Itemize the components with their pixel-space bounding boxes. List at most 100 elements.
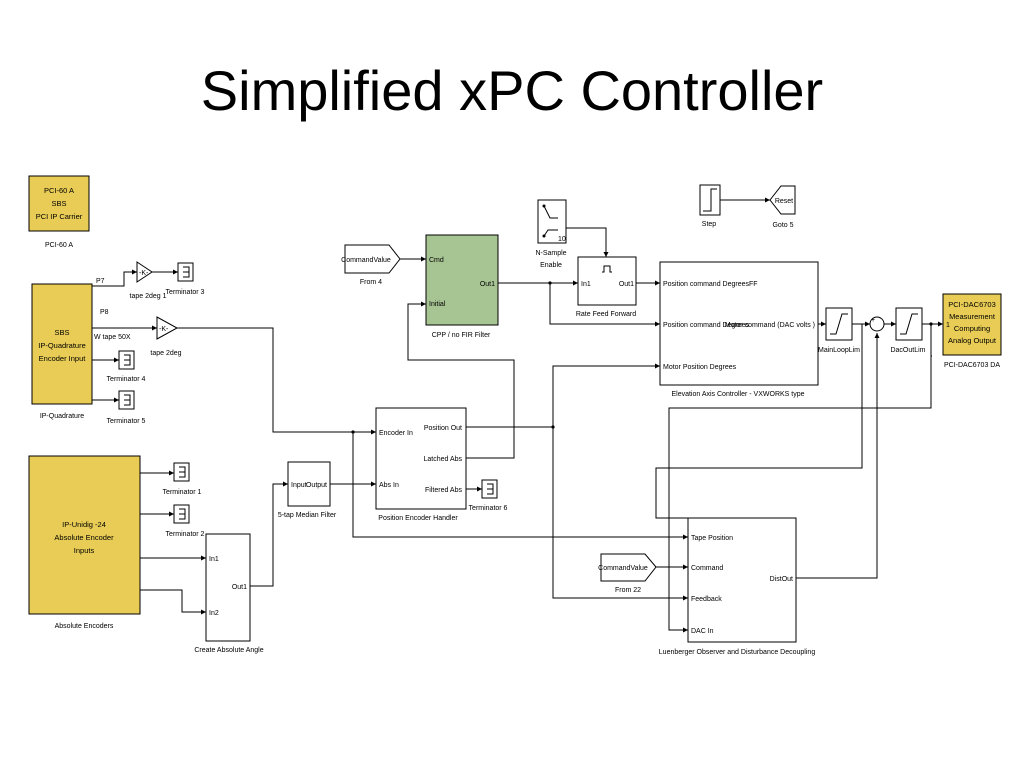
median-in: Input	[291, 482, 307, 489]
terminator-1[interactable]: Terminator 1	[163, 462, 202, 496]
gain-tape2deg-block[interactable]: -K- tape 2deg	[150, 316, 182, 357]
luen-in3: Feedback	[691, 596, 722, 603]
terminator-2[interactable]: Terminator 2	[166, 504, 205, 538]
sum-minus: -	[875, 328, 878, 335]
term6-caption: Terminator 6	[469, 505, 508, 512]
luen-out: DistOut	[770, 576, 793, 583]
rff-caption: Rate Feed Forward	[576, 311, 636, 318]
goto5-value: Reset	[775, 198, 793, 205]
elevation-axis-controller-block[interactable]: Position command DegreesFF Position comm…	[659, 261, 819, 398]
nsample-port: 10	[558, 236, 566, 243]
dacoutlim-caption: DacOutLim	[890, 347, 925, 354]
terminator-3[interactable]: Terminator 3	[166, 262, 205, 296]
elev-in1: Position command DegreesFF	[663, 281, 758, 288]
gain1-caption: tape 2deg 1	[130, 293, 167, 300]
median-filter-block[interactable]: Input Output 5-tap Median Filter	[278, 461, 337, 519]
mainlooplim-caption: MainLoopLim	[818, 347, 860, 354]
port-p8-label: P8	[100, 309, 109, 316]
luen-in1: Tape Position	[691, 535, 733, 542]
median-out: Output	[306, 482, 327, 489]
term3-caption: Terminator 3	[166, 289, 205, 296]
step-caption: Step	[702, 221, 717, 228]
gain2-glyph: -K-	[159, 326, 169, 333]
main-loop-lim-block[interactable]: MainLoopLim	[818, 307, 860, 354]
term1-caption: Terminator 1	[163, 489, 202, 496]
ipquad-line-2: IP-Quadrature	[38, 341, 86, 350]
rff-out: Out1	[619, 281, 634, 288]
absenc-caption: Absolute Encoders	[55, 623, 114, 630]
pcidac-caption: PCI-DAC6703 DA	[944, 362, 1000, 369]
gain-tape2deg1-block[interactable]: -K- tape 2deg 1	[130, 261, 167, 300]
pci60a-line-3: PCI IP Carrier	[36, 212, 83, 221]
sum-plus: +	[871, 317, 875, 324]
elev-caption: Elevation Axis Controller - VXWORKS type	[671, 391, 804, 398]
pcidac-port: 1	[946, 322, 950, 329]
pcidac-line-3: Computing	[954, 324, 990, 333]
position-encoder-handler-block[interactable]: Encoder In Abs In Position Out Latched A…	[375, 407, 467, 522]
from4-block[interactable]: CommandValue From 4	[341, 244, 401, 286]
step-block[interactable]: Step	[699, 184, 721, 228]
goto5-caption: Goto 5	[772, 222, 793, 229]
slide-title: Simplified xPC Controller	[200, 59, 824, 122]
rate-feed-forward-block[interactable]: In1 Out1 Rate Feed Forward	[576, 256, 637, 318]
peh-in1: Encoder In	[379, 430, 413, 437]
absenc-line-1: IP-Unidig -24	[62, 520, 106, 529]
terminator-5[interactable]: Terminator 5	[107, 390, 146, 425]
peh-caption: Position Encoder Handler	[378, 515, 458, 522]
nsample-caption-1: N-Sample	[535, 250, 566, 257]
signal-wires	[92, 197, 943, 633]
cpp-fir-filter-block[interactable]: Cmd Initial Out1 CPP / no FIR Filter	[425, 234, 499, 339]
ipquad-line-1: SBS	[54, 328, 69, 337]
fir-out: Out1	[480, 281, 495, 288]
pcidac-line-4: Analog Output	[948, 336, 997, 345]
goto5-block[interactable]: Reset Goto 5	[769, 185, 796, 229]
terminator-6[interactable]: Terminator 6	[469, 479, 508, 512]
caa-in2: In2	[209, 610, 219, 617]
term2-caption: Terminator 2	[166, 531, 205, 538]
pci60a-caption: PCI-60 A	[45, 242, 73, 249]
elev-out: Motor command (DAC volts )	[725, 322, 815, 329]
create-absolute-angle-block[interactable]: In1 In2 Out1 Create Absolute Angle	[194, 533, 264, 654]
elev-in3: Motor Position Degrees	[663, 364, 737, 371]
caa-caption: Create Absolute Angle	[194, 647, 263, 654]
ipquad-line-3: Encoder Input	[39, 354, 87, 363]
luen-in4: DAC In	[691, 628, 714, 635]
fir-caption: CPP / no FIR Filter	[432, 332, 491, 339]
peh-out3: Filtered Abs	[425, 487, 462, 494]
caa-out: Out1	[232, 584, 247, 591]
terminator-4[interactable]: Terminator 4	[107, 350, 146, 383]
elev-in2: Position command Degrees	[663, 322, 749, 329]
fir-in-cmd: Cmd	[429, 257, 444, 264]
pcidac-line-1: PCI-DAC6703	[948, 300, 996, 309]
gain1-glyph: -K-	[139, 270, 149, 277]
from4-value: CommandValue	[341, 257, 391, 264]
peh-in2: Abs In	[379, 482, 399, 489]
dac-out-lim-block[interactable]: DacOutLim	[890, 307, 926, 354]
pci60a-line-1: PCI-60 A	[44, 186, 74, 195]
ip-quadrature-block[interactable]: SBS IP-Quadrature Encoder Input IP-Quadr…	[31, 278, 131, 420]
pcidac-line-2: Measurement	[949, 312, 996, 321]
gain2-caption: tape 2deg	[150, 350, 181, 357]
peh-out1: Position Out	[424, 425, 462, 432]
ipquad-caption: IP-Quadrature	[40, 413, 84, 420]
luenberger-observer-block[interactable]: Tape Position Command Feedback DAC In Di…	[659, 517, 816, 656]
n-sample-enable-block[interactable]: 10 N-Sample Enable	[535, 199, 567, 269]
median-caption: 5-tap Median Filter	[278, 512, 337, 519]
absenc-line-2: Absolute Encoder	[54, 533, 114, 542]
wtape-label: W tape 50X	[94, 334, 131, 341]
caa-in1: In1	[209, 556, 219, 563]
pci-dac6703-block[interactable]: 1 PCI-DAC6703 Measurement Computing Anal…	[942, 293, 1002, 369]
pci60a-line-2: SBS	[51, 199, 66, 208]
luen-in2: Command	[691, 565, 723, 572]
term5-caption: Terminator 5	[107, 418, 146, 425]
fir-in-initial: Initial	[429, 301, 446, 308]
from22-block[interactable]: CommandValue From 22	[598, 553, 657, 594]
rff-in: In1	[581, 281, 591, 288]
from22-caption: From 22	[615, 587, 641, 594]
sum-block[interactable]: + -	[869, 316, 885, 335]
absolute-encoders-block[interactable]: IP-Unidig -24 Absolute Encoder Inputs Ab…	[28, 455, 141, 630]
pci-60a-block[interactable]: PCI-60 A SBS PCI IP Carrier PCI-60 A	[28, 175, 90, 249]
nsample-caption-2: Enable	[540, 262, 562, 269]
term4-caption: Terminator 4	[107, 376, 146, 383]
